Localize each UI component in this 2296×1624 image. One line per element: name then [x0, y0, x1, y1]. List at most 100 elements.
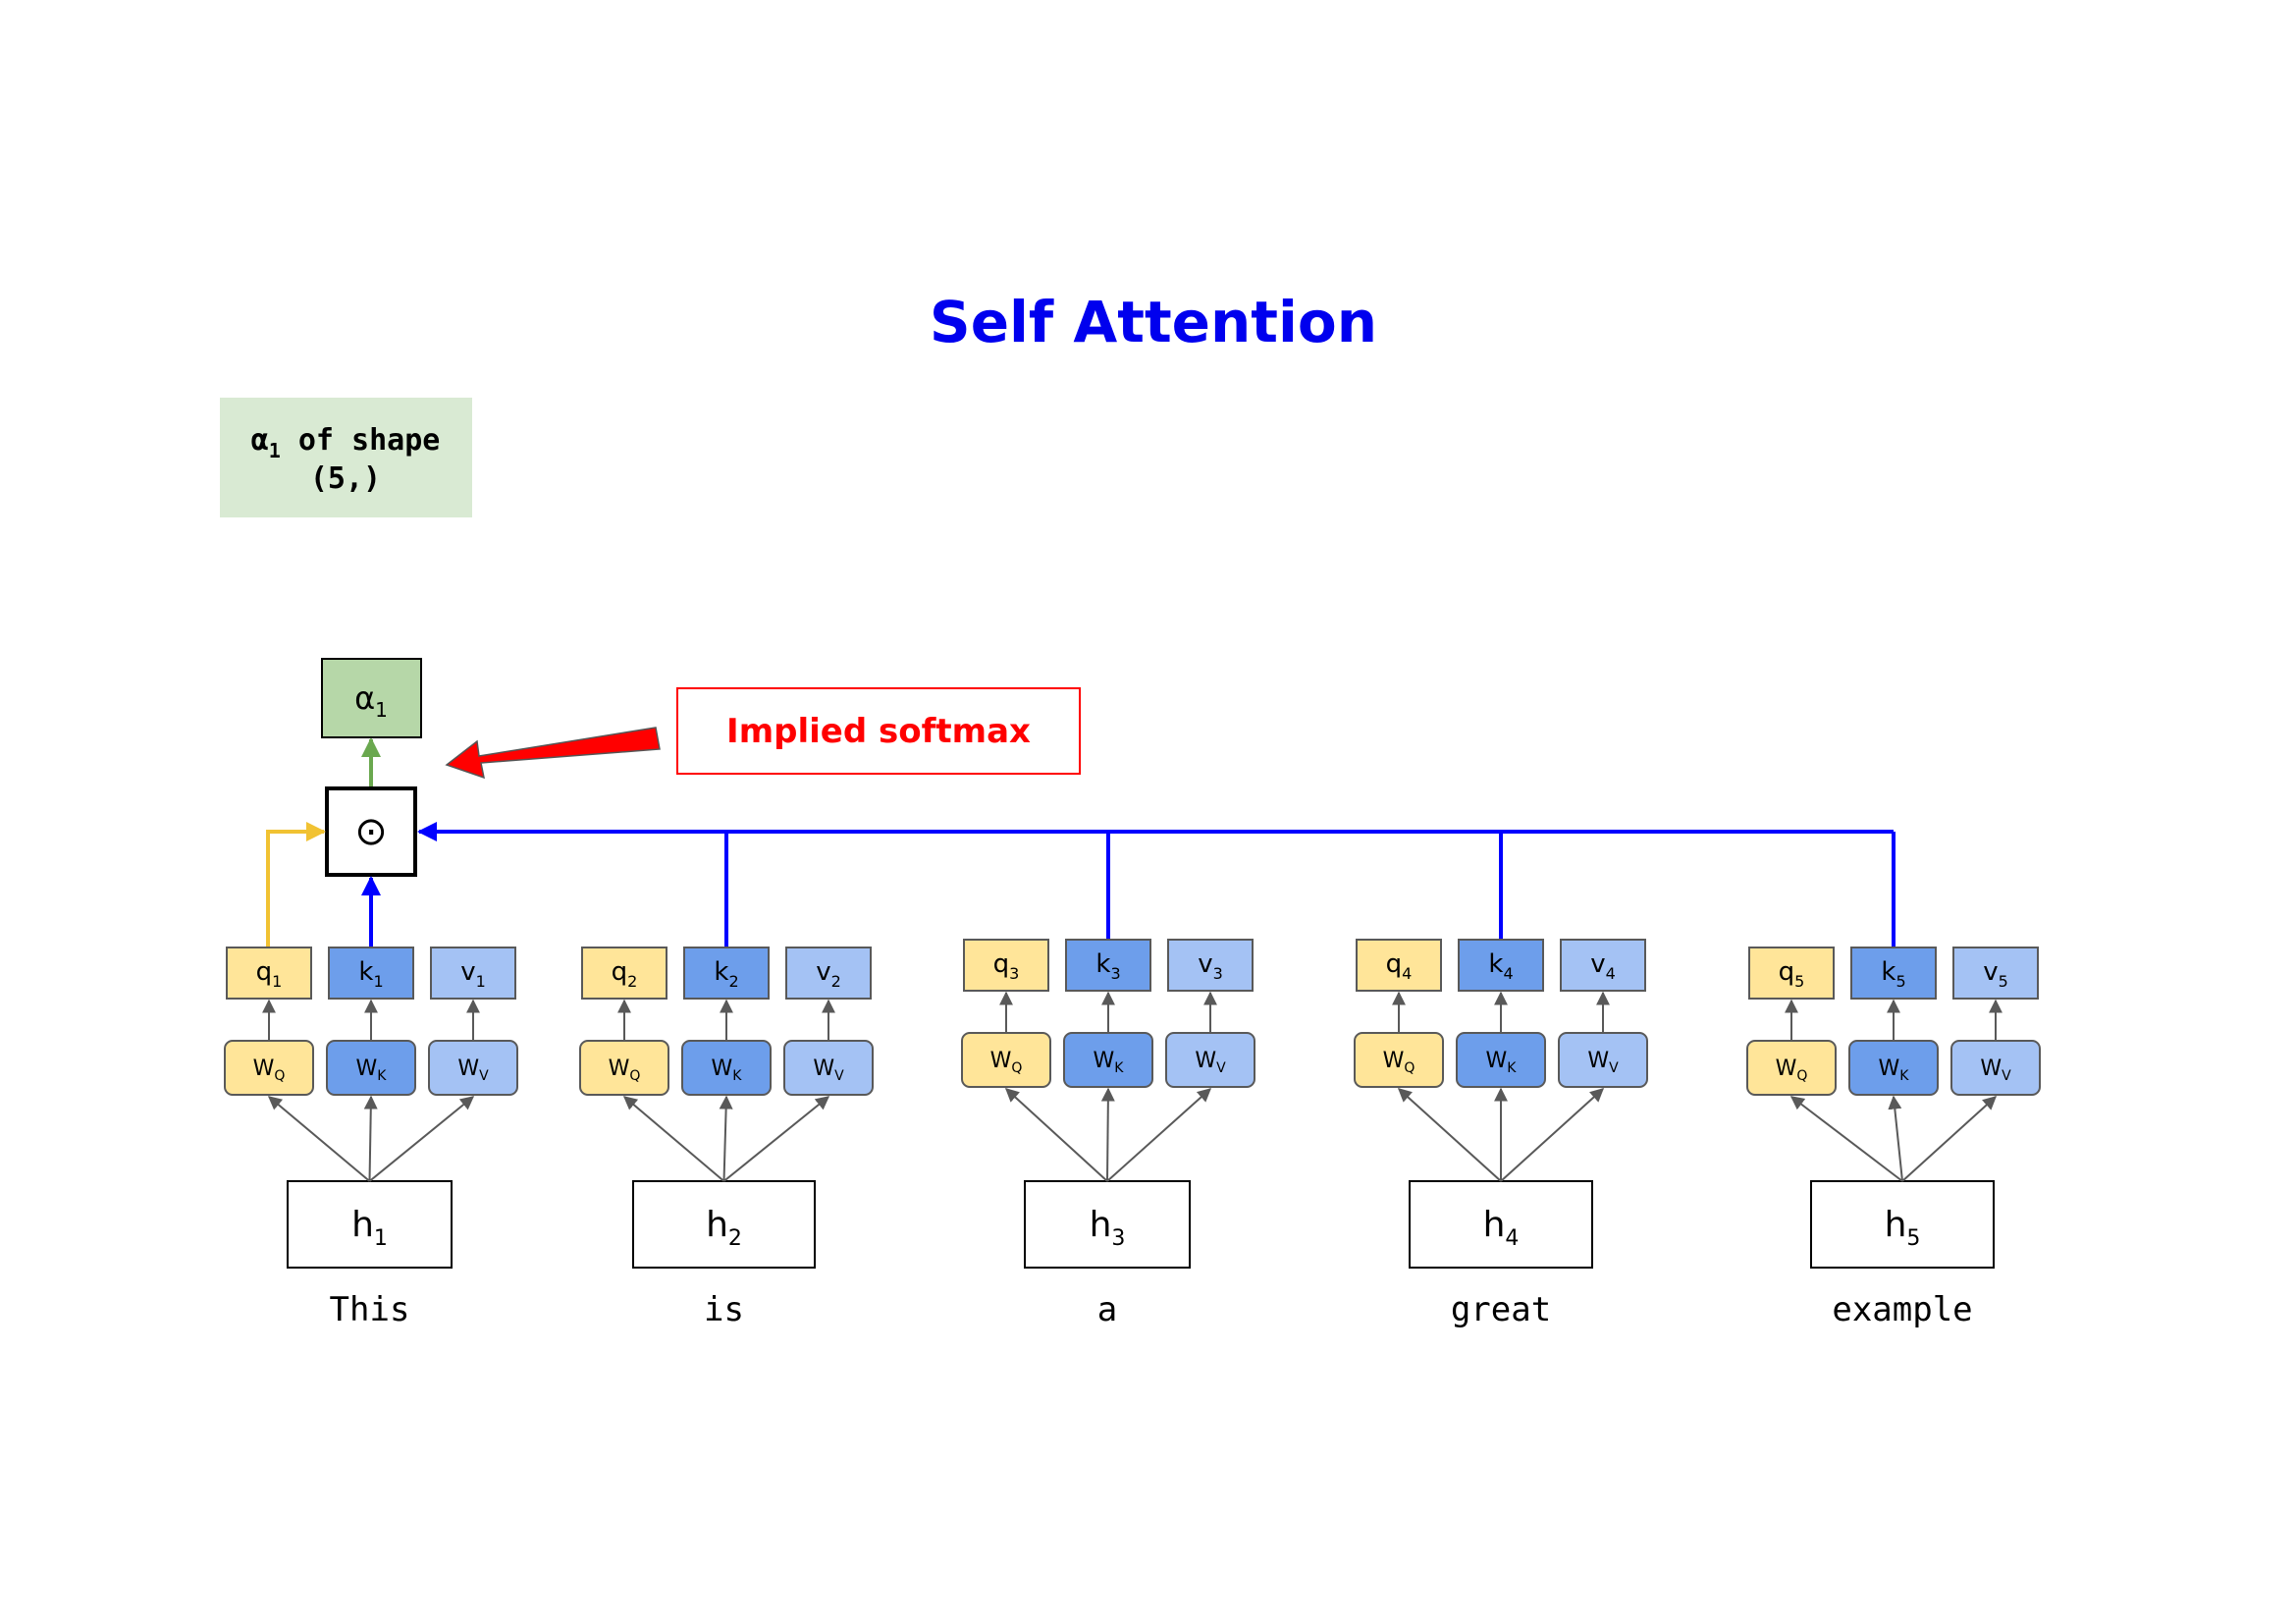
- softmax-callout: Implied softmax: [445, 687, 1081, 780]
- k-box-1: [328, 947, 414, 1000]
- v-label-5: v5: [1983, 957, 2008, 991]
- token-word-5: example: [1832, 1290, 1972, 1329]
- h-to-wq-arrow-5: [1789, 1096, 1903, 1182]
- wq-label-5: WQ: [1776, 1056, 1808, 1084]
- alpha-sub: 1: [375, 698, 388, 722]
- q-label-3-main: q: [993, 949, 1010, 979]
- q-label-4-sub: 4: [1402, 964, 1412, 983]
- shape-note-sub: 1: [269, 439, 281, 462]
- q-label-4: q4: [1386, 949, 1413, 983]
- wq-label-main-2: W: [609, 1056, 630, 1081]
- wk-label-main-2: W: [712, 1056, 733, 1081]
- q-label-5-sub: 5: [1794, 972, 1804, 991]
- wk-label-sub-5: K: [1899, 1068, 1909, 1084]
- q-label-1-sub: 1: [272, 972, 282, 991]
- h-to-wk-arrow-3: [1100, 1087, 1115, 1182]
- k-label-2-main: k: [714, 957, 728, 987]
- h-to-wk-arrow-5: [1888, 1095, 1903, 1182]
- h-box-2: [632, 1180, 816, 1269]
- q-label-1: q1: [256, 957, 283, 991]
- q-label-5: q5: [1779, 957, 1805, 991]
- wv-label-main-4: W: [1587, 1049, 1609, 1073]
- v-box-1: [430, 947, 516, 1000]
- token-columns: h1ThisWQq1WKk1WVv1h2isWQq2WKk2WVv2h3aWQq…: [224, 939, 2041, 1329]
- wk-label-5: WK: [1879, 1056, 1910, 1084]
- dot-product-box: [325, 786, 417, 877]
- wk-label-main-1: W: [356, 1056, 378, 1081]
- wk-label-main-3: W: [1094, 1049, 1115, 1073]
- v-label-4-sub: 4: [1606, 964, 1616, 983]
- h-label-5-sub: 5: [1906, 1226, 1920, 1251]
- wk-label-2: WK: [712, 1056, 743, 1084]
- h-box-4: [1409, 1180, 1593, 1269]
- token-word-4: great: [1451, 1290, 1551, 1329]
- token-word-3: a: [1097, 1290, 1117, 1329]
- k-label-2: k2: [714, 957, 738, 991]
- wk-label-1: WK: [356, 1056, 388, 1084]
- wq-label-2: WQ: [609, 1056, 641, 1084]
- h-to-wq-arrow-1: [267, 1096, 371, 1182]
- shape-note-rest: of shape: [281, 423, 441, 458]
- v-label-1-main: v: [460, 957, 475, 987]
- wq-label-sub-1: Q: [274, 1068, 285, 1084]
- callout-text: Implied softmax: [726, 712, 1031, 751]
- callout-box: [676, 687, 1081, 775]
- alpha-output: α1: [321, 658, 422, 738]
- h-label-1-main: h: [351, 1205, 374, 1245]
- wq-label-main-4: W: [1383, 1049, 1405, 1073]
- k-box-2: [683, 947, 770, 1000]
- h-to-wv-arrow-5: [1901, 1096, 1998, 1182]
- wv-label-2: WV: [813, 1056, 844, 1084]
- v-box-2: [785, 947, 872, 1000]
- shape-note: α1 of shape (5,): [220, 398, 472, 517]
- wk-label-3: WK: [1094, 1049, 1125, 1076]
- wk-label-main-4: W: [1486, 1049, 1508, 1073]
- h-label-1: h1: [351, 1205, 388, 1251]
- h-label-3-sub: 3: [1111, 1226, 1125, 1251]
- wq-label-1: WQ: [253, 1056, 286, 1084]
- query-to-dot-line: [266, 822, 326, 947]
- shape-note-greek: α: [251, 423, 269, 458]
- wq-label-3: WQ: [990, 1049, 1023, 1076]
- wq-label-sub-2: Q: [629, 1068, 640, 1084]
- h-to-wv-arrow-4: [1500, 1088, 1605, 1182]
- wk-label-main-5: W: [1879, 1056, 1900, 1081]
- wk-label-sub-2: K: [732, 1068, 742, 1084]
- wv-label-sub-1: V: [479, 1068, 489, 1084]
- token-word-2: is: [704, 1290, 744, 1329]
- h-to-wq-arrow-4: [1397, 1088, 1502, 1182]
- q-box-1: [226, 947, 312, 1000]
- alpha-label: α1: [354, 679, 388, 722]
- wv-label-main-3: W: [1195, 1049, 1216, 1073]
- wv-label-4: WV: [1587, 1049, 1619, 1076]
- wk-label-sub-4: K: [1507, 1060, 1517, 1076]
- q-box-2: [581, 947, 667, 1000]
- h-to-wq-arrow-2: [622, 1096, 725, 1182]
- wv-label-sub-3: V: [1216, 1060, 1226, 1076]
- k-label-1: k1: [358, 957, 383, 991]
- v-box-5: [1952, 947, 2039, 1000]
- wq-label-main-3: W: [990, 1049, 1012, 1073]
- v-label-3: v3: [1198, 949, 1223, 983]
- h-to-wv-arrow-2: [722, 1096, 830, 1182]
- key-lines: [361, 822, 1896, 947]
- q-label-2-sub: 2: [627, 972, 637, 991]
- q-label-3: q3: [993, 949, 1020, 983]
- h-to-wk-arrow-1: [363, 1095, 378, 1182]
- q-box-3: [963, 939, 1049, 992]
- h-label-2-main: h: [706, 1205, 728, 1245]
- k-label-1-main: k: [358, 957, 373, 987]
- q-label-5-main: q: [1779, 957, 1795, 987]
- v-label-1-sub: 1: [476, 972, 486, 991]
- v-label-2-sub: 2: [831, 972, 841, 991]
- q-label-2: q2: [612, 957, 638, 991]
- wv-label-sub-4: V: [1609, 1060, 1619, 1076]
- wv-label-main-2: W: [813, 1056, 834, 1081]
- q-label-2-main: q: [612, 957, 628, 987]
- alpha-box: [321, 658, 422, 738]
- v-label-2-main: v: [816, 957, 830, 987]
